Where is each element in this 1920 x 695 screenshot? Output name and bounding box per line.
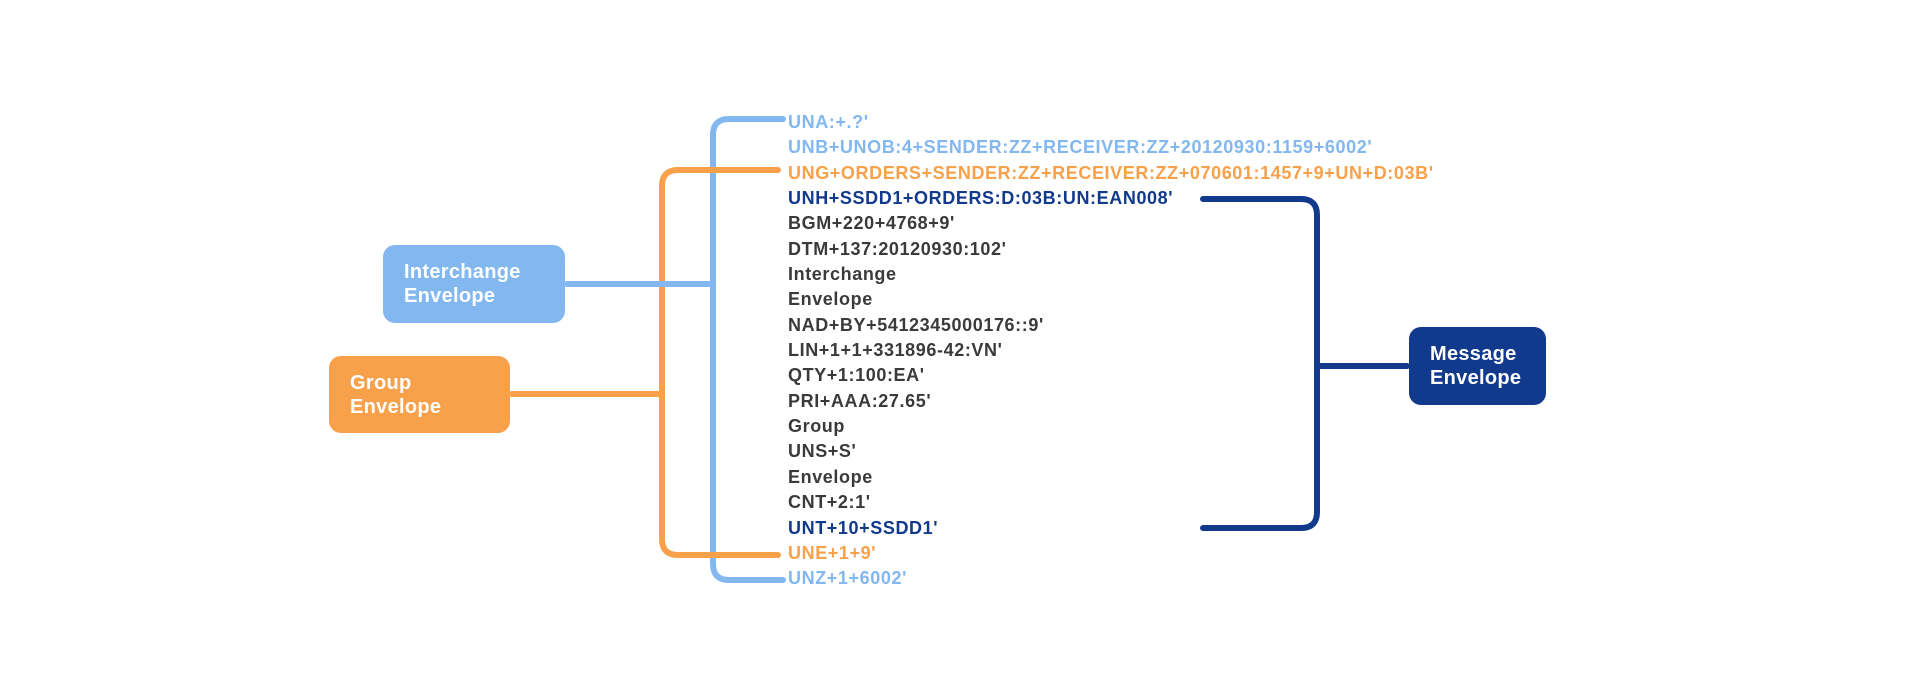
edi-line: Group [788,416,845,437]
edi-line: UNH+SSDD1+ORDERS:D:03B:UN:EAN008' [788,188,1174,209]
interchange-envelope-label-line1: Interchange [404,261,521,283]
edi-lines: UNA:+.?' UNB+UNOB:4+SENDER:ZZ+RECEIVER:ZZ… [788,110,1434,592]
edi-line: DTM+137:20120930:102' [788,238,1007,259]
edi-line: BGM+220+4768+9' [788,213,955,234]
edi-line: NAD+BY+5412345000176::9' [788,314,1044,335]
group-envelope-box: Group Envelope [329,356,510,433]
edi-line: Interchange [788,264,897,285]
interchange-envelope-label-line2: Envelope [404,285,496,307]
message-envelope-label-line2: Envelope [1430,367,1522,389]
interchange-bracket [710,116,786,583]
group-bracket [659,167,781,558]
edi-line: Envelope [788,466,873,487]
message-envelope-label-line1: Message [1430,343,1517,365]
edi-line: CNT+2:1' [788,492,871,513]
message-bracket [1200,196,1320,531]
edi-line: UNA:+.?' [788,112,869,132]
edi-line: QTY+1:100:EA' [788,365,925,386]
message-envelope-box: Message Envelope [1409,327,1546,405]
edi-line: UNG+ORDERS+SENDER:ZZ+RECEIVER:ZZ+070601:… [788,162,1434,183]
edi-line: PRI+AAA:27.65' [788,390,932,411]
edi-line: LIN+1+1+331896-42:VN' [788,340,1003,361]
edi-line: UNB+UNOB:4+SENDER:ZZ+RECEIVER:ZZ+2012093… [788,137,1373,158]
edi-line: UNE+1+9' [788,542,877,563]
edi-line: UNS+S' [788,441,857,462]
group-envelope-label-line2: Envelope [350,395,442,418]
edi-line: UNZ+1+6002' [788,568,907,589]
interchange-envelope-box: Interchange Envelope [383,245,565,323]
group-envelope-label-line1: Group [350,371,412,394]
edi-line: Envelope [788,289,873,310]
edi-line: UNT+10+SSDD1' [788,517,939,538]
